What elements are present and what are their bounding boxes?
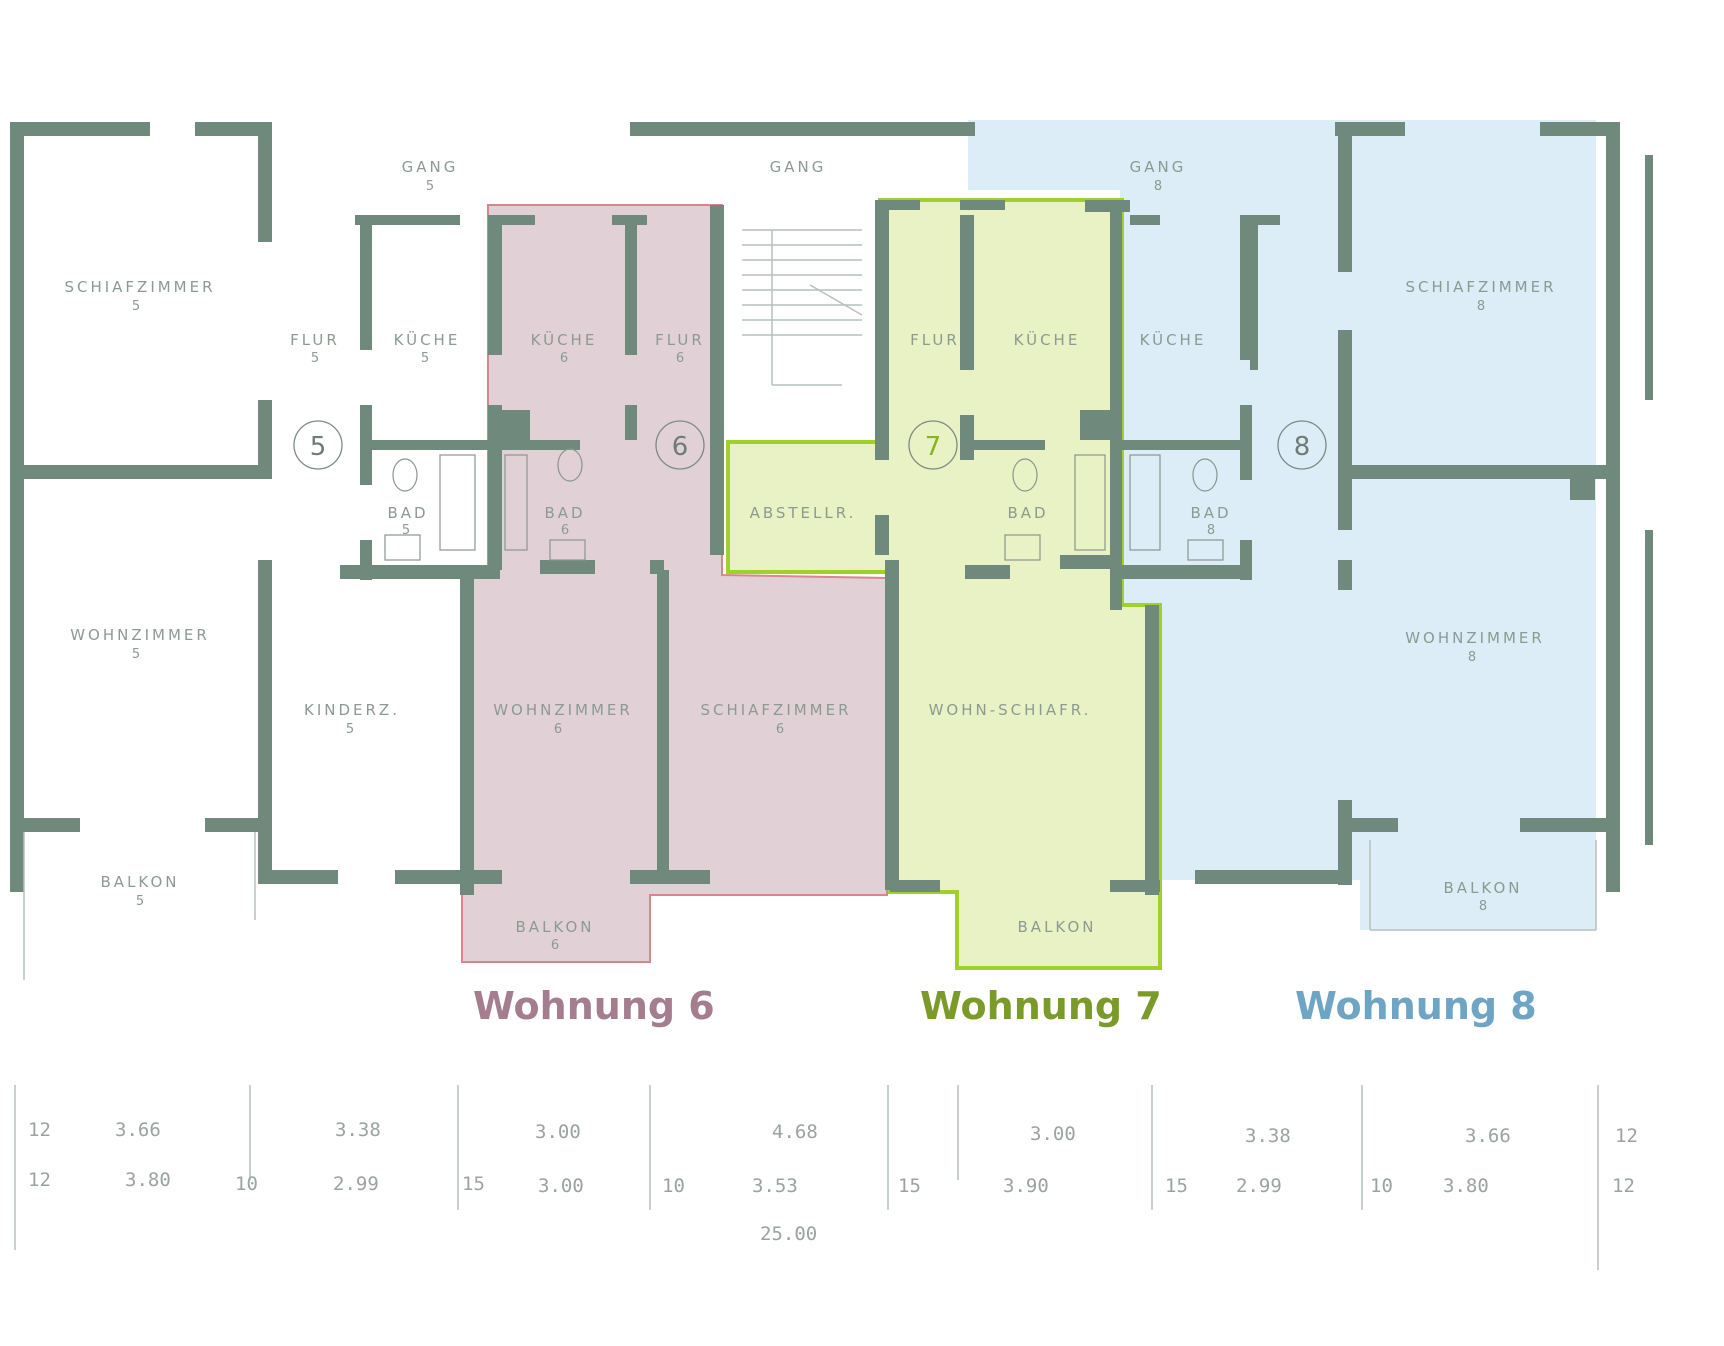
room-gang-5: GANG [402,158,459,176]
room-kinderzimmer-5-num: 5 [346,722,354,737]
apartment-marker-8: 8 [1294,432,1311,462]
room-flur-7: FLUR [910,331,960,349]
walls [10,122,1653,895]
room-labels: GANG 5 GANG GANG 8 SCHIAFZIMMER 5 FLUR 5… [64,158,1556,953]
room-balkon-8-num: 8 [1479,899,1487,914]
room-wohnzimmer-6-num: 6 [554,722,562,737]
room-kueche-5-num: 5 [421,351,429,366]
room-balkon-7: BALKON [1018,918,1097,936]
dimension-row1-5: 3.00 [1030,1123,1076,1145]
dimension-row2-0: 12 [28,1169,51,1191]
room-wohnzimmer-6: WOHNZIMMER [493,701,633,719]
wohnung-8-area [968,120,1596,930]
legend-wohnung-8: Wohnung 8 [1295,984,1537,1028]
room-gang-8: GANG [1130,158,1187,176]
dimension-row2-13: 3.80 [1443,1175,1489,1197]
room-kueche-6-num: 6 [560,351,568,366]
room-gang-5-num: 5 [426,179,434,194]
room-gang-8-num: 8 [1154,179,1162,194]
dimension-row1-3: 3.00 [535,1121,581,1143]
apartment-markers: 5 6 7 8 [293,420,1327,470]
wohnung-6-area [461,204,888,963]
dimension-total: 25.00 [760,1223,817,1245]
dimension-row1-1: 3.66 [115,1119,161,1141]
dimension-row1-2: 3.38 [335,1119,381,1141]
room-schlafzimmer-5: SCHIAFZIMMER [64,278,215,296]
room-wohnzimmer-8: WOHNZIMMER [1405,629,1545,647]
room-kueche-7: KÜCHE [1014,330,1081,349]
dimension-row1-7: 3.66 [1465,1125,1511,1147]
dimension-row2-9: 3.90 [1003,1175,1049,1197]
apartment-marker-7: 7 [925,432,942,462]
stairs [742,229,863,386]
room-abstellraum-7: ABSTELLR. [750,504,857,522]
room-schlafzimmer-8-num: 8 [1477,299,1485,314]
room-schlafzimmer-6-num: 6 [776,722,784,737]
room-kinderzimmer-5: KINDERZ. [304,701,400,719]
balcony-outlines [23,832,1597,980]
room-wohnzimmer-5-num: 5 [132,647,140,662]
dimension-row2-10: 15 [1165,1175,1188,1197]
room-schlafzimmer-6: SCHIAFZIMMER [700,701,851,719]
room-bad-5-num: 5 [402,523,410,538]
apartment-marker-6: 6 [672,432,689,462]
dimension-row2-7: 3.53 [752,1175,798,1197]
dimension-row1-0: 12 [28,1119,51,1141]
dimension-lines: 12 3.66 3.38 3.00 4.68 3.00 3.38 3.66 12… [14,1085,1638,1270]
dimension-row2-5: 3.00 [538,1175,584,1197]
room-wohnzimmer-5: WOHNZIMMER [70,626,210,644]
bathroom-fixtures [384,448,1224,561]
dimension-row2-1: 3.80 [125,1169,171,1191]
dimension-row2-12: 10 [1370,1175,1393,1197]
dimension-row2-11: 2.99 [1236,1175,1282,1197]
dimension-row2-2: 10 [235,1173,258,1195]
room-flur-5: FLUR [290,331,340,349]
dimension-row1-6: 3.38 [1245,1125,1291,1147]
room-balkon-8: BALKON [1444,879,1523,897]
room-balkon-6-num: 6 [551,938,559,953]
dimension-row2-4: 15 [462,1173,485,1195]
room-schlafzimmer-5-num: 5 [132,299,140,314]
room-bad-7: BAD [1007,504,1048,522]
legend-wohnung-6: Wohnung 6 [473,984,715,1028]
legend-wohnung-7: Wohnung 7 [920,984,1162,1028]
room-schlafzimmer-8: SCHIAFZIMMER [1405,278,1556,296]
room-balkon-6: BALKON [516,918,595,936]
dimension-row2-14: 12 [1612,1175,1635,1197]
room-balkon-5: BALKON [101,873,180,891]
room-kueche-5: KÜCHE [394,330,461,349]
dimension-row2-8: 15 [898,1175,921,1197]
room-bad-6-num: 6 [561,523,569,538]
room-kueche-6: KÜCHE [531,330,598,349]
dimension-row2-6: 10 [662,1175,685,1197]
room-bad-5: BAD [387,504,428,522]
room-wohnzimmer-8-num: 8 [1468,650,1476,665]
dimension-row1-8: 12 [1615,1125,1638,1147]
room-gang-mid: GANG [770,158,827,176]
legend: Wohnung 6 Wohnung 7 Wohnung 8 [473,984,1537,1028]
room-bad-6: BAD [544,504,585,522]
room-flur-5-num: 5 [311,351,319,366]
room-kueche-8: KÜCHE [1140,330,1207,349]
wohnung-7-area [726,198,1162,970]
room-wohn-schlafraum-7: WOHN-SCHIAFR. [929,701,1092,719]
room-flur-6: FLUR [655,331,705,349]
dimension-row2-3: 2.99 [333,1173,379,1195]
room-bad-8: BAD [1190,504,1231,522]
room-flur-6-num: 6 [676,351,684,366]
apartment-marker-5: 5 [310,432,327,462]
room-bad-8-num: 8 [1207,523,1215,538]
dimension-row1-4: 4.68 [772,1121,818,1143]
room-balkon-5-num: 5 [136,894,144,909]
